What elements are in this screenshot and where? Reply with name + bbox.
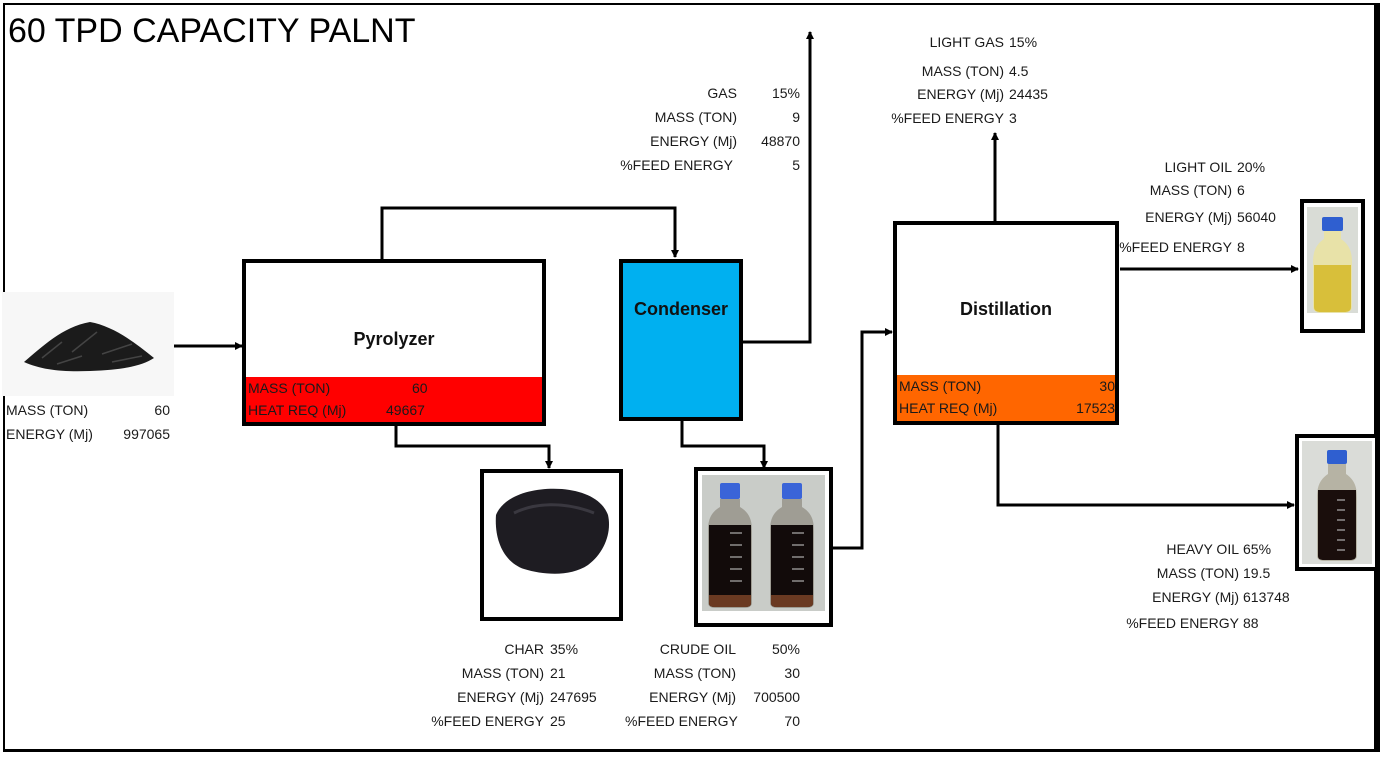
distillation-data-band: MASS (TON) 30 HEAT REQ (Mj) 17523 (897, 375, 1115, 421)
char-energy-label: ENERGY (Mj) (457, 689, 544, 705)
feed-values: MASS (TON) 60 ENERGY (Mj) 997065 (6, 398, 176, 448)
gas-mass-value: 9 (792, 109, 800, 125)
pyrolyzer-data-band: MASS (TON) 60 HEAT REQ (Mj) 49667 (246, 377, 542, 422)
char-powder-icon (495, 488, 610, 574)
crude-oil-feed-energy-value: 70 (784, 713, 800, 729)
char-mass-label: MASS (TON) (461, 665, 544, 681)
gas-energy-label: ENERGY (Mj) (650, 133, 737, 149)
char-feed-energy-label: %FEED ENERGY (431, 713, 544, 729)
crude-oil-bottles-icon (702, 475, 825, 611)
heavy-oil-feed-energy-label: %FEED ENERGY (1126, 615, 1239, 631)
heavy-oil-percent: 65% (1243, 541, 1272, 557)
arrow-condenser-to-crude (680, 420, 768, 469)
gas-percent: 15% (771, 85, 800, 101)
crude-oil-mass-value: 30 (784, 665, 800, 681)
heavy-oil-bottle-icon (1302, 441, 1372, 564)
light-oil-feed-energy-value: 8 (1237, 239, 1245, 255)
pyrolyzer-name: Pyrolyzer (353, 329, 435, 349)
light-gas-feed-energy-label: %FEED ENERGY (891, 110, 1004, 126)
feed-mass-value: 60 (154, 402, 170, 418)
char-values: CHAR 35% MASS (TON) 21 ENERGY (Mj) 24769… (420, 637, 620, 737)
crude-oil-energy-label: ENERGY (Mj) (649, 689, 736, 705)
light-oil-image (1300, 199, 1365, 333)
feed-image (2, 292, 174, 396)
tire-shreds-icon (2, 292, 174, 396)
light-gas-values: LIGHT GAS 15% MASS (TON) 4.5 ENERGY (Mj)… (880, 30, 1080, 130)
pyrolyzer-unit[interactable]: Pyrolyzer MASS (TON) 60 HEAT REQ (Mj) 4966… (242, 259, 546, 426)
light-oil-energy-value: 56040 (1237, 209, 1276, 225)
crude-oil-values: CRUDE OIL 50% MASS (TON) 30 ENERGY (Mj) … (600, 637, 800, 737)
heavy-oil-energy-value: 613748 (1243, 589, 1290, 605)
char-feed-energy-value: 25 (550, 713, 566, 729)
crude-oil-image (694, 467, 833, 627)
light-gas-energy-label: ENERGY (Mj) (917, 86, 1004, 102)
light-gas-mass-label: MASS (TON) (921, 63, 1004, 79)
gas-label: GAS (707, 85, 737, 101)
distillation-heat-label: HEAT REQ (Mj) (899, 400, 998, 416)
char-percent: 35% (550, 641, 579, 657)
char-energy-value: 247695 (550, 689, 597, 705)
gas-feed-energy-value: 5 (792, 157, 800, 173)
pyrolyzer-mass-label: MASS (TON) (248, 380, 331, 396)
heavy-oil-label: HEAVY OIL (1166, 541, 1239, 557)
light-gas-percent: 15% (1009, 34, 1038, 50)
heavy-oil-feed-energy-value: 88 (1243, 615, 1259, 631)
heavy-oil-values: HEAVY OIL 65% MASS (TON) 19.5 ENERGY (Mj… (1100, 537, 1300, 637)
arrow-crude-to-distillation (831, 328, 893, 550)
distillation-mass-label: MASS (TON) (899, 378, 982, 394)
light-gas-feed-energy-value: 3 (1009, 110, 1017, 126)
arrow-pyrolyzer-to-char (394, 425, 553, 469)
gas-mass-label: MASS (TON) (654, 109, 737, 125)
light-gas-label: LIGHT GAS (929, 34, 1004, 50)
heavy-oil-mass-value: 19.5 (1243, 565, 1271, 581)
light-oil-bottle-icon (1307, 207, 1358, 313)
crude-oil-percent: 50% (771, 641, 800, 657)
distillation-mass-value: 30 (1099, 378, 1115, 394)
pyrolyzer-heat-label: HEAT REQ (Mj) (248, 402, 347, 418)
char-mass-value: 21 (550, 665, 566, 681)
distillation-name: Distillation (959, 299, 1052, 319)
pyrolyzer-heat-value: 49667 (386, 402, 425, 418)
crude-oil-energy-value: 700500 (753, 689, 800, 705)
gas-energy-value: 48870 (761, 133, 800, 149)
light-oil-energy-label: ENERGY (Mj) (1145, 209, 1232, 225)
light-oil-percent: 20% (1237, 159, 1266, 175)
arrow-distillation-to-heavy-oil (996, 425, 1295, 509)
heavy-oil-image (1295, 434, 1379, 571)
gas-feed-energy-label: %FEED ENERGY (620, 157, 733, 173)
diagram-title: 60 TPD CAPACITY PALNT (8, 12, 416, 50)
feed-energy-value: 997065 (123, 426, 170, 442)
char-image (480, 469, 623, 621)
arrow-condenser-to-gas (742, 31, 814, 344)
light-oil-mass-label: MASS (TON) (1149, 182, 1232, 198)
light-gas-energy-value: 24435 (1009, 86, 1048, 102)
pyrolyzer-mass-value: 60 (412, 380, 428, 396)
gas-stream-values: GAS 15% MASS (TON) 9 ENERGY (Mj) 48870 %… (600, 81, 800, 181)
light-oil-label: LIGHT OIL (1164, 159, 1232, 175)
heavy-oil-mass-label: MASS (TON) (1156, 565, 1239, 581)
distillation-heat-value: 17523 (1076, 400, 1115, 416)
light-oil-mass-value: 6 (1237, 182, 1245, 198)
distillation-unit[interactable]: Distillation MASS (TON) 30 HEAT REQ (Mj) 1… (893, 221, 1119, 425)
condenser-name: Condenser (633, 299, 729, 319)
light-gas-mass-value: 4.5 (1009, 63, 1029, 79)
char-label: CHAR (504, 641, 544, 657)
light-oil-values: LIGHT OIL 20% MASS (TON) 6 ENERGY (Mj) 5… (1110, 155, 1310, 265)
crude-oil-label: CRUDE OIL (659, 641, 736, 657)
feed-mass-label: MASS (TON) (6, 402, 89, 418)
crude-oil-mass-label: MASS (TON) (653, 665, 736, 681)
crude-oil-feed-energy-label: %FEED ENERGY (625, 713, 738, 729)
feed-energy-label: ENERGY (Mj) (6, 426, 93, 442)
heavy-oil-energy-label: ENERGY (Mj) (1152, 589, 1239, 605)
condenser-unit[interactable]: Condenser (619, 259, 743, 421)
arrow-pyrolyzer-to-condenser (380, 206, 679, 260)
light-oil-feed-energy-label: %FEED ENERGY (1119, 239, 1232, 255)
